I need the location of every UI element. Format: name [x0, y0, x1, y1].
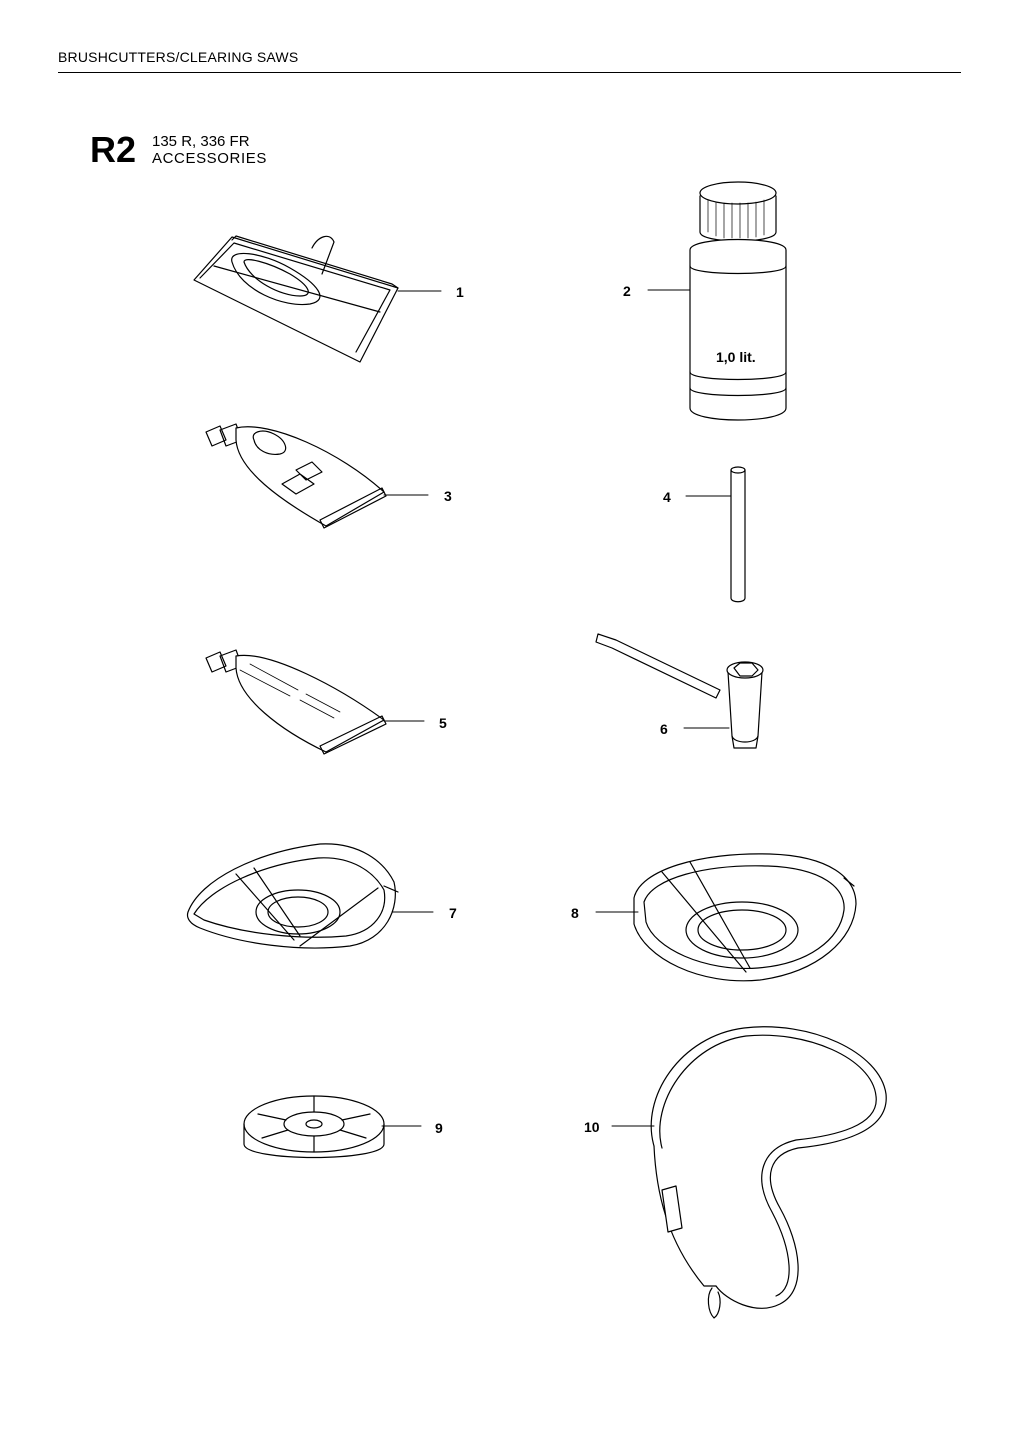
part-8-guard	[633, 853, 857, 982]
callout-part-10: 10	[584, 1119, 600, 1135]
callout-part-8: 8	[571, 905, 579, 921]
callout-part-4: 4	[663, 489, 671, 505]
bottle-volume-label: 1,0 lit.	[716, 349, 756, 365]
part-9-disc	[243, 1095, 385, 1159]
part-10-strap	[650, 1026, 887, 1319]
part-2-oil-bottle	[689, 181, 787, 421]
callout-part-3: 3	[444, 488, 452, 504]
callout-part-6: 6	[660, 721, 668, 737]
callout-leaders	[381, 289, 732, 1127]
part-7-guard	[186, 843, 399, 949]
part-3-grease-tube	[205, 423, 387, 529]
part-5-grease-tube	[205, 649, 387, 755]
header-rule	[58, 72, 961, 73]
part-6-combination-wrench	[595, 633, 764, 749]
section-title: ACCESSORIES	[152, 150, 267, 167]
callout-part-1: 1	[456, 284, 464, 300]
part-4-pin	[730, 466, 746, 603]
callout-part-2: 2	[623, 283, 631, 299]
callout-part-9: 9	[435, 1120, 443, 1136]
callout-part-7: 7	[449, 905, 457, 921]
page-header-category: BRUSHCUTTERS/CLEARING SAWS	[58, 49, 299, 65]
section-models: 135 R, 336 FR	[152, 133, 250, 150]
part-1-tool-bag	[193, 235, 399, 363]
section-code: R2	[90, 129, 137, 170]
callout-part-5: 5	[439, 715, 447, 731]
